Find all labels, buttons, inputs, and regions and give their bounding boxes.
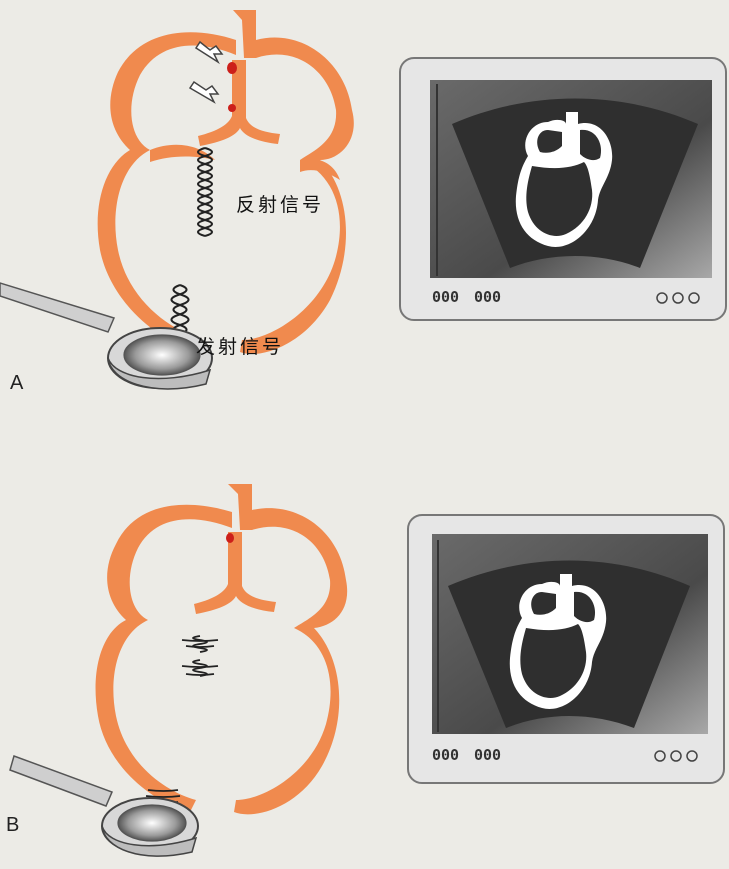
transducer-probe-a — [0, 283, 212, 389]
heart-b-septum — [194, 532, 276, 614]
heart-a-right-flap — [300, 159, 340, 180]
monitor-b-readout-mid: 000 — [474, 746, 501, 764]
monitor-a-readout-mid: 000 — [474, 288, 501, 306]
transducer-probe-b — [10, 756, 198, 856]
heart-a-marker-lower — [228, 104, 236, 112]
heart-a-outer-wall — [233, 10, 354, 354]
reflected-signal-wave-a — [198, 148, 212, 236]
heart-b-left-wall — [96, 494, 232, 812]
monitor-a: 000 000 — [400, 58, 726, 320]
heart-a-left-wall — [98, 20, 236, 350]
panel-a: 000 000 — [0, 10, 726, 389]
arrow-icon — [190, 82, 218, 102]
transmitted-signal-label: 发射信号 — [196, 332, 284, 359]
heart-b-marker — [226, 533, 234, 543]
reflected-signal-label: 反射信号 — [236, 190, 324, 217]
reflected-signal-wave-b — [182, 636, 218, 676]
panel-b: 000 000 — [10, 484, 724, 856]
panel-label-b: B — [6, 814, 19, 837]
panel-label-a: A — [10, 372, 23, 395]
heart-a-marker-upper — [227, 62, 237, 74]
monitor-a-readout-left: 000 — [432, 288, 459, 306]
heart-a-septum — [198, 60, 280, 146]
monitor-b: 000 000 — [408, 515, 724, 783]
monitor-b-readout-left: 000 — [432, 746, 459, 764]
heart-b — [96, 484, 348, 814]
heart-a — [98, 10, 354, 354]
heart-b-outer-wall — [228, 484, 347, 814]
